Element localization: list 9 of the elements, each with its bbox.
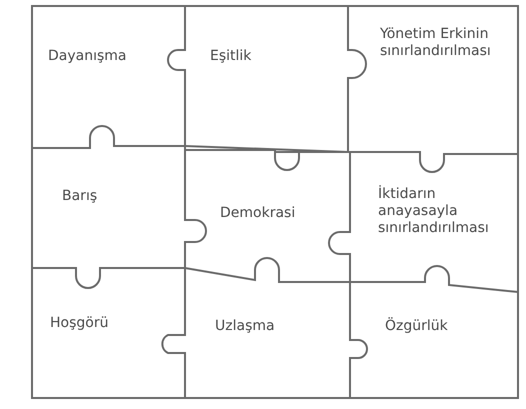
puzzle-piece-label: Barış [62, 188, 98, 205]
puzzle-piece-label: Uzlaşma [215, 318, 275, 335]
puzzle-piece-label: Demokrasi [220, 205, 296, 222]
puzzle-piece-label: Yönetim Erkinin sınırlandırılması [380, 26, 510, 60]
puzzle-piece-label: Hoşgörü [50, 315, 108, 332]
puzzle-piece-label: Dayanışma [48, 48, 126, 65]
puzzle-piece-label: Eşitlik [210, 48, 252, 65]
puzzle-piece-label: Özgürlük [385, 318, 448, 335]
puzzle-piece-label: İktidarın anayasayla sınırlandırılması [378, 186, 513, 237]
